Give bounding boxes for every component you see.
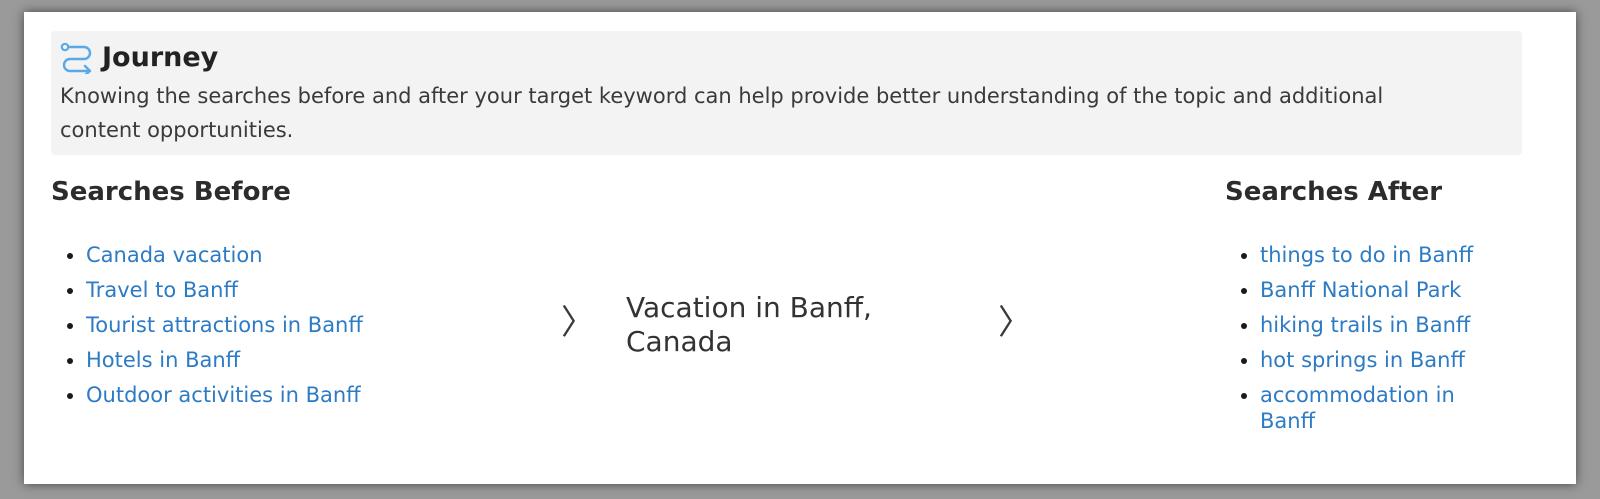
chevron-right-icon: 〉 bbox=[998, 303, 1032, 343]
search-after-link[interactable]: things to do in Banff bbox=[1260, 243, 1474, 267]
search-before-link[interactable]: Tourist attractions in Banff bbox=[86, 313, 363, 337]
search-before-link[interactable]: Travel to Banff bbox=[86, 278, 238, 302]
searches-after-heading: Searches After bbox=[1225, 177, 1443, 207]
list-item: hiking trails in Banff bbox=[1260, 312, 1500, 338]
target-keyword: Vacation in Banff, Canada bbox=[626, 291, 872, 358]
journey-description: Knowing the searches before and after yo… bbox=[60, 84, 1384, 142]
search-after-link[interactable]: hot springs in Banff bbox=[1260, 348, 1465, 372]
list-item: hot springs in Banff bbox=[1260, 347, 1500, 373]
search-before-link[interactable]: Outdoor activities in Banff bbox=[86, 383, 361, 407]
search-before-link[interactable]: Canada vacation bbox=[86, 243, 263, 267]
journey-header: Journey Knowing the searches before and … bbox=[51, 31, 1522, 155]
list-item: things to do in Banff bbox=[1260, 242, 1500, 268]
search-before-link[interactable]: Hotels in Banff bbox=[86, 348, 241, 372]
list-item: Hotels in Banff bbox=[86, 347, 366, 373]
list-item: Travel to Banff bbox=[86, 277, 366, 303]
list-item: Canada vacation bbox=[86, 242, 366, 268]
list-item: Banff National Park bbox=[1260, 277, 1500, 303]
search-after-link[interactable]: accommodation in Banff bbox=[1260, 383, 1455, 433]
searches-before-list: Canada vacation Travel to Banff Tourist … bbox=[50, 242, 366, 417]
search-after-link[interactable]: Banff National Park bbox=[1260, 278, 1462, 302]
searches-before-heading: Searches Before bbox=[51, 177, 291, 207]
chevron-right-icon: 〉 bbox=[561, 303, 595, 343]
searches-after-list: things to do in Banff Banff National Par… bbox=[1224, 242, 1500, 443]
search-after-link[interactable]: hiking trails in Banff bbox=[1260, 313, 1471, 337]
journey-card: Journey Knowing the searches before and … bbox=[24, 12, 1576, 484]
list-item: Tourist attractions in Banff bbox=[86, 312, 366, 338]
list-item: Outdoor activities in Banff bbox=[86, 382, 366, 408]
route-icon bbox=[60, 42, 94, 77]
journey-title: Journey bbox=[102, 42, 219, 73]
list-item: accommodation in Banff bbox=[1260, 382, 1500, 434]
